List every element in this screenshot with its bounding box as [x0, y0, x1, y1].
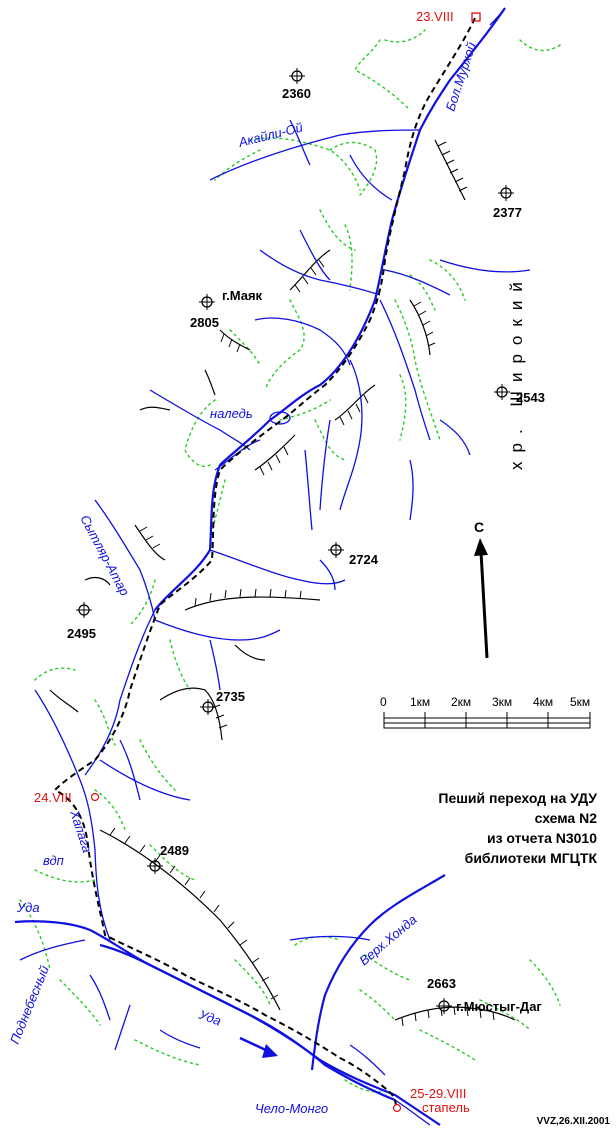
- peak-elevation: 2377: [493, 205, 522, 220]
- date-start: 23.VIII: [416, 9, 454, 24]
- peak-elevation: 2735: [216, 689, 245, 704]
- peak-elevation: 2495: [67, 626, 96, 641]
- camp-marker-icon: [90, 792, 100, 802]
- river-podnebesny: [19, 939, 86, 961]
- naled-ice: [269, 411, 291, 425]
- peak-marker-icon: [200, 699, 216, 715]
- peak-name: г.Мюстыг-Даг: [456, 999, 542, 1014]
- peak-elevation: 2360: [282, 86, 311, 101]
- forest-boundaries: [19, 29, 561, 1093]
- peak-marker-icon: [147, 858, 163, 874]
- label-naled: наледь: [210, 406, 253, 421]
- ridge-name: хр. Широкий: [507, 273, 526, 470]
- peak-marker-icon: [199, 294, 215, 310]
- hiking-route: [53, 17, 476, 1106]
- start-marker-icon: [471, 12, 481, 22]
- title-line-3: из отчета N3010: [487, 830, 597, 846]
- river-label-sytlyar-atar: Сытляр-Атар: [77, 512, 132, 598]
- river-label-verkh-khonda: Верх.Хонда: [356, 912, 419, 968]
- river-akayli-oy: [209, 129, 421, 181]
- label-vdp: вдп: [43, 853, 64, 868]
- scale-tick-label: 2км: [451, 695, 471, 709]
- scale-tick-label: 3км: [492, 695, 512, 709]
- river-sytlyar-atar: [94, 499, 156, 621]
- river-bol-murkhoy: [154, 7, 506, 611]
- flow-arrow-icon: [239, 1036, 278, 1058]
- scale-tick-label: 1км: [410, 695, 430, 709]
- peak-marker-icon: [328, 542, 344, 558]
- scale-bar: [383, 712, 591, 729]
- scale-tick-label: 4км: [533, 695, 553, 709]
- date-mid: 24.VIII: [34, 790, 72, 805]
- title-line-1: Пеший переход на УДУ: [438, 790, 597, 806]
- peak-marker-icon: [436, 998, 452, 1014]
- river-label-podnebesny: Поднебесный: [7, 963, 52, 1046]
- river-verkh-khonda: [310, 874, 446, 1071]
- river-label-uda-top: Уда: [16, 900, 40, 915]
- river-label-uda-bottom: Уда: [196, 1006, 223, 1028]
- peak-elevation: 2805: [190, 315, 219, 330]
- end-marker-icon: [392, 1103, 402, 1113]
- peak-elevation: 2489: [160, 843, 189, 858]
- ridges: [49, 139, 516, 1027]
- credit: VVZ,26.XII.2001: [537, 1116, 611, 1127]
- peak-marker-icon: [498, 185, 514, 201]
- date-end: 25-29.VIII: [410, 1086, 466, 1101]
- peak-elevation: 2543: [516, 390, 545, 405]
- north-arrow-icon: [474, 538, 489, 659]
- peak-marker-icon: [76, 602, 92, 618]
- river-label-bol-murkhoy: Бол.Мурхой: [443, 40, 479, 113]
- title-line-4: библиотеки МГЦТК: [465, 850, 598, 866]
- peak-elevation: 2724: [349, 552, 379, 567]
- peak-marker-icon: [289, 68, 305, 84]
- river-label-akayli-oy: Акайли-Ой: [236, 120, 304, 151]
- river-label-khapaga: Хапага: [67, 807, 95, 854]
- scale-tick-label: 0: [380, 695, 387, 709]
- scale-tick-label: 5км: [570, 695, 590, 709]
- north-label: С: [474, 519, 484, 535]
- peak-marker-icon: [494, 384, 510, 400]
- date-end-note: стапель: [422, 1100, 470, 1115]
- title-line-2: схема N2: [535, 810, 598, 826]
- peak-elevation: 2663: [427, 976, 456, 991]
- peak-markers: [76, 68, 514, 1014]
- peak-name: г.Маяк: [222, 288, 263, 303]
- river-label-chelo-mongo: Чело-Монго: [255, 1101, 328, 1116]
